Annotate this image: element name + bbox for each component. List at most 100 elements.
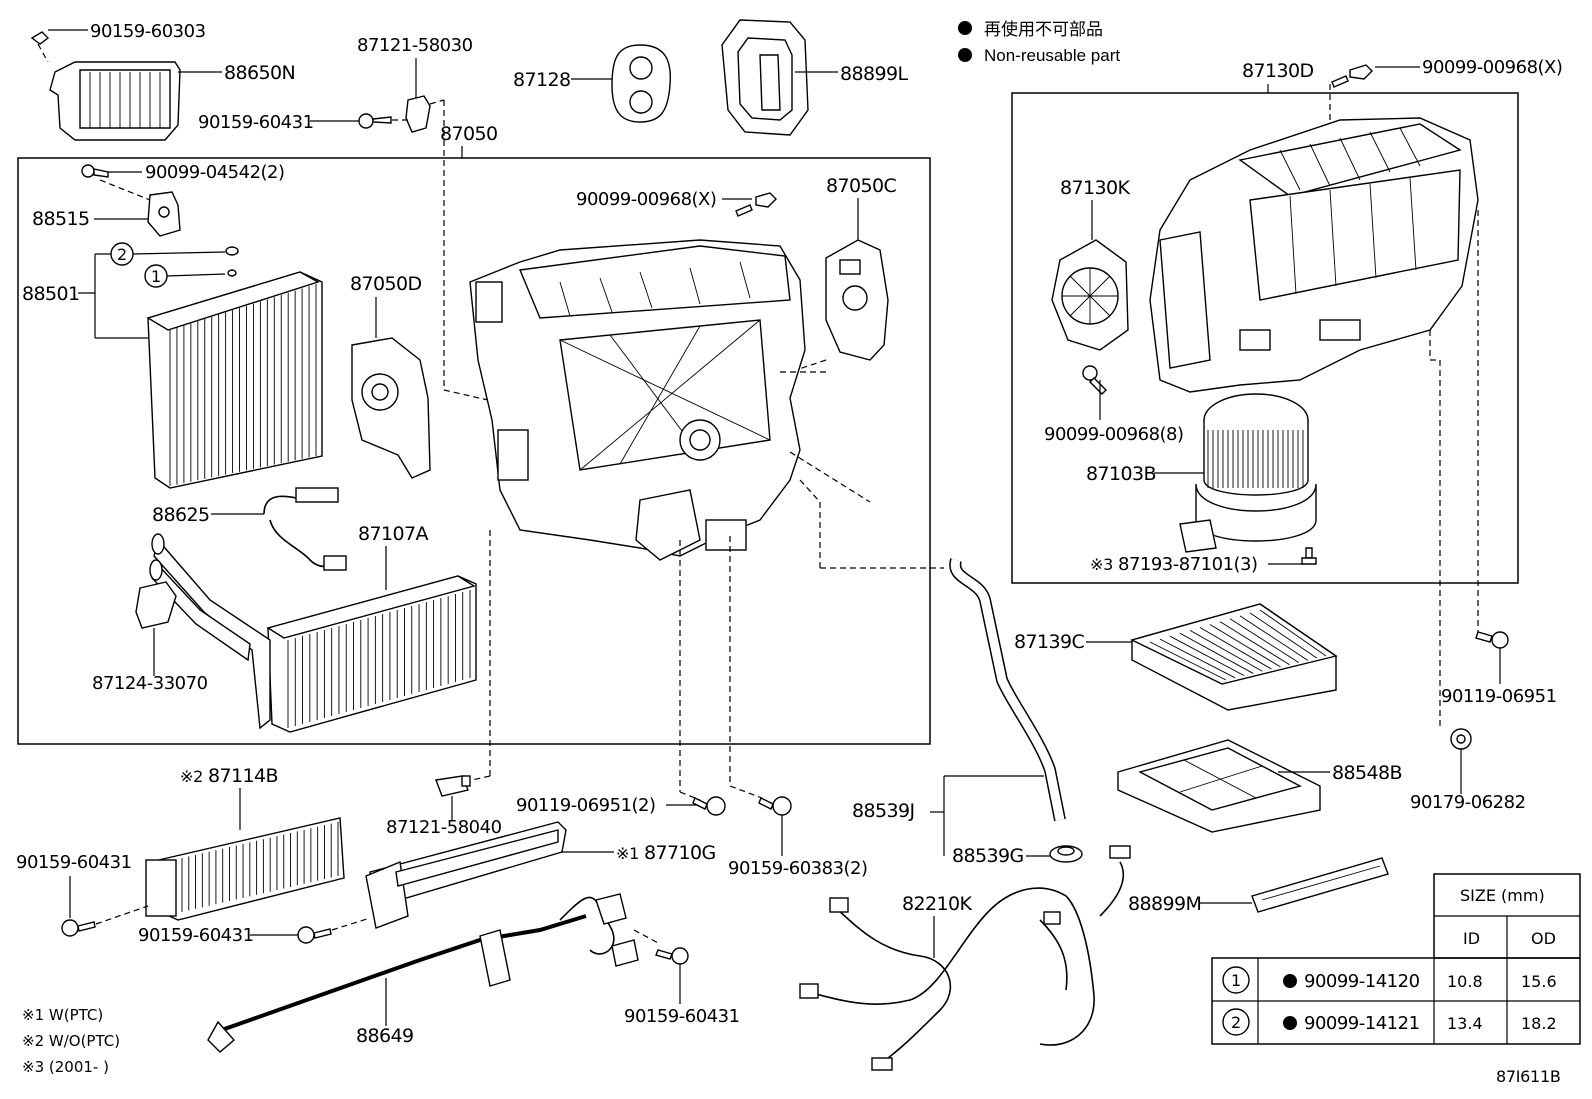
- label-88899M: 88899M: [1128, 893, 1201, 915]
- diagram-code: 87I611B: [1496, 1067, 1561, 1086]
- note-3: ※3 (2001- ): [22, 1058, 109, 1076]
- screw-icon: [692, 796, 726, 816]
- size-table: SIZE (mm) ID OD 1 90099-14120 10.8 15.6 …: [1211, 873, 1581, 1045]
- screw-icon: [758, 796, 792, 816]
- part-88548B-tray: [1117, 739, 1321, 833]
- screw-icon: [1331, 64, 1373, 88]
- label-87103B: 87103B: [1086, 463, 1156, 485]
- non-reusable-bullet-icon: [958, 21, 972, 35]
- screw-icon: [1475, 631, 1509, 649]
- part-87130K-cover: [1051, 239, 1129, 351]
- label-88899L: 88899L: [840, 63, 908, 85]
- circle-ref-1-icon: [1222, 966, 1250, 994]
- label-90159-60431-top: 90159-60431: [198, 112, 314, 133]
- note1-mark-87710G: ※1: [616, 844, 639, 863]
- part-88501-evaporator: [146, 271, 323, 489]
- label-87128: 87128: [513, 69, 570, 91]
- label-90099-00968-8: 90099-00968(8): [1044, 424, 1184, 445]
- non-reusable-bullet-icon: [1283, 974, 1297, 988]
- circle-ref-2: 2: [117, 245, 127, 264]
- screw-icon: [655, 947, 689, 965]
- part-88649-harness: [207, 893, 639, 1053]
- size-row-od: 15.6: [1521, 972, 1557, 991]
- group-box-87050: [17, 157, 931, 745]
- label-90159-60431-mid: 90159-60431: [138, 925, 254, 946]
- label-87130D: 87130D: [1242, 60, 1313, 82]
- label-87050: 87050: [440, 123, 497, 145]
- note-2: ※2 W/O(PTC): [22, 1032, 120, 1050]
- label-87193-87101: 87193-87101(3): [1118, 554, 1258, 575]
- part-87121-58030-sensor: [405, 95, 445, 133]
- label-88539G: 88539G: [952, 845, 1024, 867]
- label-90099-00968-mid: 90099-00968(X): [576, 189, 716, 210]
- label-88539J: 88539J: [852, 800, 914, 822]
- label-88548B: 88548B: [1332, 762, 1402, 784]
- size-table-col-od: OD: [1531, 929, 1556, 948]
- label-87121-58030: 87121-58030: [357, 35, 473, 56]
- part-87139C-filter: [1130, 603, 1338, 711]
- screw-icon: [1082, 365, 1107, 395]
- label-88501: 88501: [22, 283, 79, 305]
- o-ring-icon: [225, 246, 239, 256]
- label-87124-33070: 87124-33070: [92, 673, 208, 694]
- part-88625-sensor: [263, 487, 347, 571]
- group-box-87130D: [1011, 92, 1519, 584]
- label-87107A: 87107A: [358, 523, 428, 545]
- size-row-id: 10.8: [1447, 972, 1483, 991]
- part-88650N-bracket: [30, 31, 181, 141]
- size-row-part: 90099-14120: [1304, 971, 1420, 992]
- label-90119-06951-right: 90119-06951: [1441, 686, 1557, 707]
- label-90159-60431-left: 90159-60431: [16, 852, 132, 873]
- size-row-part: 90099-14121: [1304, 1013, 1420, 1034]
- part-87121-58040-sensor: [435, 775, 471, 797]
- label-90119-06951-2: 90119-06951(2): [516, 795, 656, 816]
- label-87050C: 87050C: [826, 175, 896, 197]
- label-87130K: 87130K: [1060, 177, 1130, 199]
- part-87114B-heater: [145, 817, 345, 921]
- circle-ref-2-icon: [1222, 1008, 1250, 1036]
- part-88539J-drain-hose: [949, 558, 1066, 822]
- screw-icon: [358, 113, 392, 129]
- part-88899M-seal: [1251, 857, 1389, 913]
- part-87128-grommet: [611, 44, 672, 123]
- part-88515-expansion-valve: [147, 191, 181, 237]
- non-reusable-bullet-icon: [1283, 1016, 1297, 1030]
- label-90159-60383-2: 90159-60383(2): [728, 858, 868, 879]
- label-87114B: 87114B: [208, 765, 278, 787]
- note2-mark-87114B: ※2: [180, 767, 203, 786]
- part-88899L-seal: [721, 19, 809, 136]
- label-88515: 88515: [32, 208, 89, 230]
- label-90179-06282: 90179-06282: [1410, 792, 1526, 813]
- part-87130D-blower-housing: [1149, 117, 1479, 393]
- screw-icon: [297, 926, 332, 944]
- size-row-id: 13.4: [1447, 1014, 1483, 1033]
- label-88625: 88625: [152, 504, 209, 526]
- label-88649: 88649: [356, 1025, 413, 1047]
- part-87050-housing: [469, 239, 806, 561]
- label-87710G: 87710G: [644, 842, 716, 864]
- label-87139C: 87139C: [1014, 631, 1084, 653]
- part-87050D-actuator: [351, 337, 431, 479]
- label-87121-58040: 87121-58040: [386, 817, 502, 838]
- label-90159-60431-bottom: 90159-60431: [624, 1006, 740, 1027]
- size-row-key: 2: [1231, 1013, 1241, 1032]
- legend-en: Non-reusable part: [984, 46, 1120, 65]
- screw-icon: [81, 164, 109, 178]
- label-82210K: 82210K: [902, 893, 972, 915]
- part-87103B-blower-motor: [1179, 393, 1317, 553]
- o-ring-icon: [227, 269, 237, 277]
- nut-icon: [1450, 728, 1472, 750]
- screw-icon: [1301, 547, 1317, 565]
- part-87710G-heater: [365, 821, 567, 929]
- part-82210K-harness: [799, 845, 1131, 1071]
- label-88650N: 88650N: [224, 62, 295, 84]
- note-1: ※1 W(PTC): [22, 1006, 103, 1024]
- label-90159-60303: 90159-60303: [90, 21, 206, 42]
- label-87050D: 87050D: [350, 273, 421, 295]
- size-row-od: 18.2: [1521, 1014, 1557, 1033]
- legend: 再使用不可部品 Non-reusable part: [958, 19, 1120, 65]
- legend-jp: 再使用不可部品: [984, 19, 1103, 39]
- part-87107A-heater-core: [149, 533, 477, 733]
- screw-icon: [61, 919, 96, 937]
